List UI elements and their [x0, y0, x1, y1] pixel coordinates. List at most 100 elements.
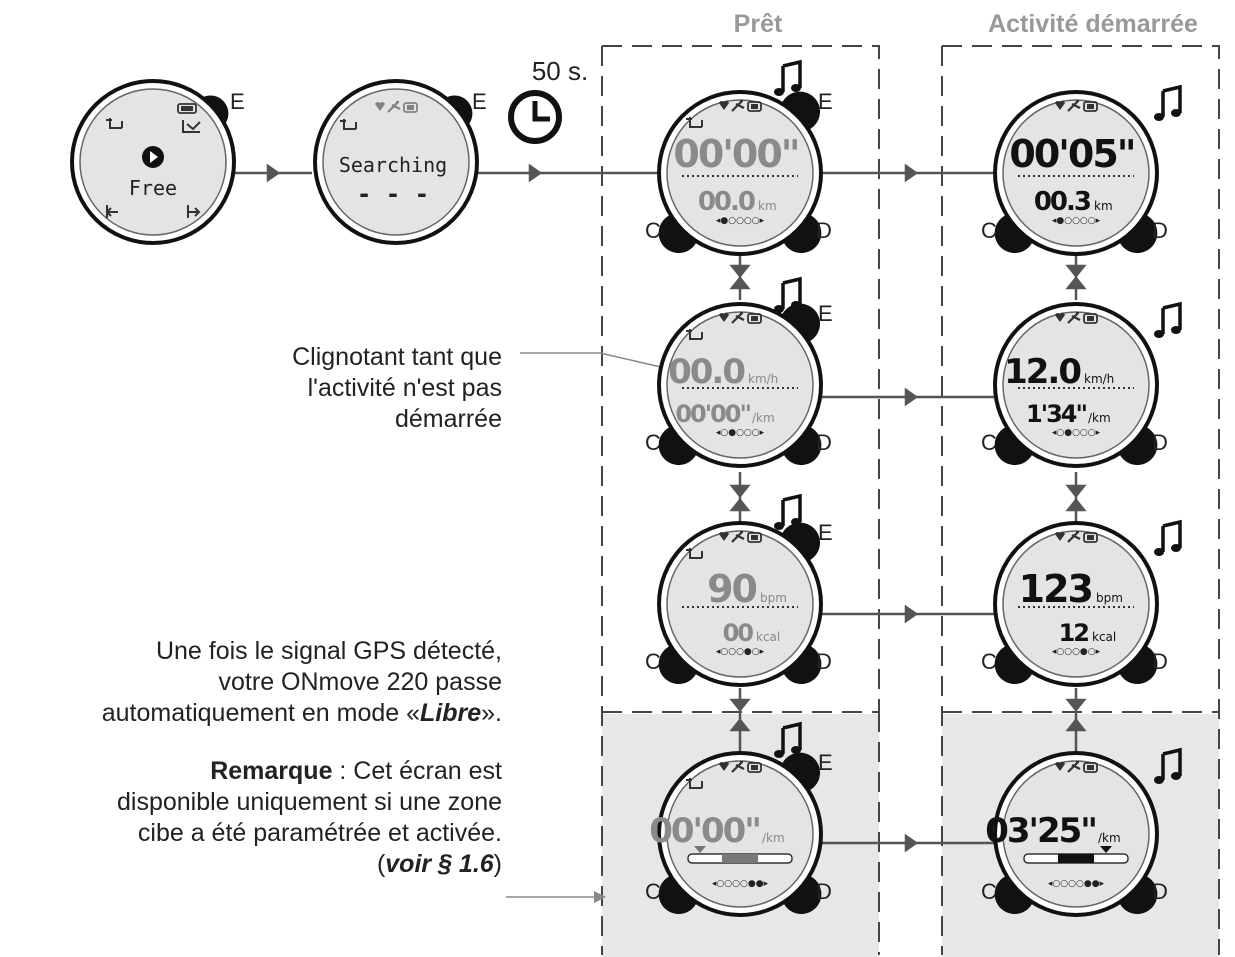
- mode-label: Free: [129, 176, 177, 200]
- button-d[interactable]: [784, 646, 822, 685]
- duration-value: 00'05": [1009, 132, 1134, 176]
- button-c[interactable]: [994, 646, 1032, 685]
- back-icon: [686, 548, 703, 559]
- hr-unit: bpm: [1096, 591, 1123, 605]
- duration-value: 00'00": [673, 132, 798, 176]
- header-ready: Prêt: [734, 10, 783, 38]
- button-c[interactable]: [658, 215, 696, 254]
- page-dots: ◂●○○○○▸: [716, 216, 765, 226]
- zone-marker: [1100, 846, 1112, 853]
- speed-value: 00.0: [668, 352, 745, 392]
- page-dots: ◂○○○○●●▸: [712, 879, 769, 889]
- blinking-note: Clignotant tant que l'activité n'est pas…: [292, 343, 502, 433]
- button-d[interactable]: [1120, 427, 1158, 466]
- calories-value: 12: [1059, 619, 1089, 647]
- started-dashed-box: [941, 45, 1220, 955]
- watch-started-zone: C D 03'25"/km ◂○○○○●●▸: [981, 751, 1168, 917]
- label-c: C: [645, 218, 661, 243]
- distance-unit: km: [758, 199, 777, 213]
- label-d: D: [816, 879, 832, 904]
- right-arrow-icon: [187, 205, 201, 218]
- timer-label: 50 s.: [532, 56, 588, 86]
- distance-value: 00.0: [698, 187, 755, 217]
- label-d: D: [1152, 879, 1168, 904]
- label-d: D: [816, 649, 832, 674]
- button-e[interactable]: [782, 522, 821, 560]
- label-d: D: [1152, 649, 1168, 674]
- svg-text:E: E: [472, 89, 487, 114]
- distance-value: 00.3: [1034, 187, 1091, 217]
- button-e[interactable]: [782, 752, 821, 790]
- button-d[interactable]: [1120, 646, 1158, 685]
- zone-pace-unit: /km: [1098, 831, 1121, 845]
- label-c: C: [645, 649, 661, 674]
- watch-free: E Free: [70, 79, 245, 245]
- label-c: C: [981, 218, 997, 243]
- header-started: Activité démarrée: [988, 10, 1198, 38]
- searching-dashes: - - -: [357, 180, 429, 208]
- svg-text:E: E: [230, 89, 245, 114]
- speed-unit: km/h: [1084, 372, 1114, 386]
- label-d: D: [1152, 430, 1168, 455]
- button-d[interactable]: [1120, 215, 1158, 254]
- remark-ref-link: voir § 1.6: [385, 850, 494, 878]
- remark-note: Remarque : Cet écran est disponible uniq…: [117, 757, 502, 878]
- calories-unit: kcal: [756, 630, 780, 644]
- label-c: C: [981, 430, 997, 455]
- label-e: E: [818, 520, 833, 545]
- button-c[interactable]: [658, 876, 696, 915]
- battery-icon: [177, 103, 197, 114]
- speed-value: 12.0: [1004, 352, 1081, 392]
- pace-unit: /km: [752, 411, 775, 425]
- button-d[interactable]: [784, 876, 822, 915]
- label-d: D: [816, 218, 832, 243]
- button-c[interactable]: [994, 427, 1032, 466]
- zone-pace-value: 03'25": [985, 811, 1096, 851]
- button-d[interactable]: [784, 427, 822, 466]
- button-c[interactable]: [994, 215, 1032, 254]
- gps-note: Une fois le signal GPS détecté, votre ON…: [101, 637, 502, 727]
- button-d[interactable]: [784, 215, 822, 254]
- searching-label: Searching: [339, 153, 447, 177]
- hr-unit: bpm: [760, 591, 787, 605]
- label-c: C: [645, 430, 661, 455]
- button-c[interactable]: [658, 427, 696, 466]
- left-arrow-icon: [105, 205, 118, 218]
- pace-unit: /km: [1088, 411, 1111, 425]
- pace-value: 1'34": [1026, 400, 1086, 428]
- page-dots: ◂●○○○○▸: [1052, 216, 1101, 226]
- calories-value: 00: [723, 619, 754, 647]
- button-e[interactable]: [782, 91, 821, 129]
- hr-value: 123: [1019, 567, 1092, 611]
- hr-value: 90: [707, 567, 756, 611]
- label-c: C: [981, 879, 997, 904]
- label-e: E: [818, 301, 833, 326]
- page-dots: ◂○●○○○▸: [716, 428, 765, 438]
- label-e: E: [818, 89, 833, 114]
- page-dots: ◂○○○○●●▸: [1048, 879, 1105, 889]
- button-c[interactable]: [658, 646, 696, 685]
- button-e[interactable]: [782, 303, 821, 341]
- back-icon: [686, 117, 703, 128]
- zone-pace-unit: /km: [762, 831, 785, 845]
- button-d[interactable]: [1120, 876, 1158, 915]
- back-icon: [340, 119, 357, 130]
- zone-marker: [694, 846, 706, 853]
- button-c[interactable]: [994, 876, 1032, 915]
- down-check-icon: [182, 120, 201, 133]
- distance-unit: km: [1094, 199, 1113, 213]
- zone-pace-value: 00'00": [649, 811, 760, 851]
- label-d: D: [816, 430, 832, 455]
- label-c: C: [645, 879, 661, 904]
- back-icon: [106, 118, 123, 129]
- calories-unit: kcal: [1092, 630, 1116, 644]
- connector-lines: [233, 163, 1000, 853]
- back-icon: [686, 778, 703, 789]
- label-e: E: [818, 750, 833, 775]
